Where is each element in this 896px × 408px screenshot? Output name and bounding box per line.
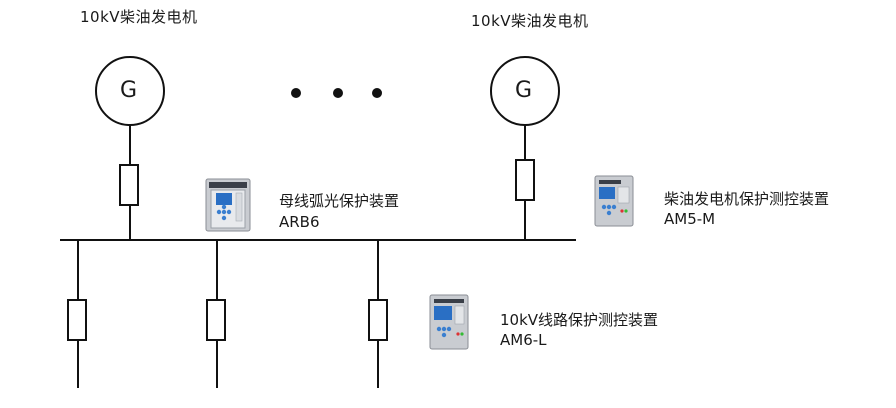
line-protection-device-icon bbox=[429, 294, 469, 350]
feeder-2-breaker bbox=[206, 299, 226, 341]
generator-2-title: 10kV柴油发电机 bbox=[471, 12, 589, 30]
generator-2-breaker bbox=[515, 159, 535, 201]
generator-device-name: 柴油发电机保护测控装置 bbox=[664, 190, 830, 208]
generator-1-title: 10kV柴油发电机 bbox=[80, 8, 198, 26]
line-device-model: AM6-L bbox=[500, 331, 547, 349]
generator-1-letter: G bbox=[120, 78, 138, 103]
feeder-3-breaker bbox=[368, 299, 388, 341]
generator-protection-device-icon bbox=[594, 175, 634, 227]
busbar-device-model: ARB6 bbox=[279, 213, 320, 231]
generator-device-model: AM5-M bbox=[664, 210, 716, 228]
busbar-arc-protection-device-icon bbox=[205, 178, 251, 232]
generator-1-breaker bbox=[119, 164, 139, 206]
feeder-1-breaker bbox=[67, 299, 87, 341]
busbar-device-name: 母线弧光保护装置 bbox=[279, 192, 400, 210]
ellipsis-dots bbox=[291, 88, 382, 98]
line-device-name: 10kV线路保护测控装置 bbox=[500, 311, 659, 329]
generator-2-letter: G bbox=[515, 78, 533, 103]
